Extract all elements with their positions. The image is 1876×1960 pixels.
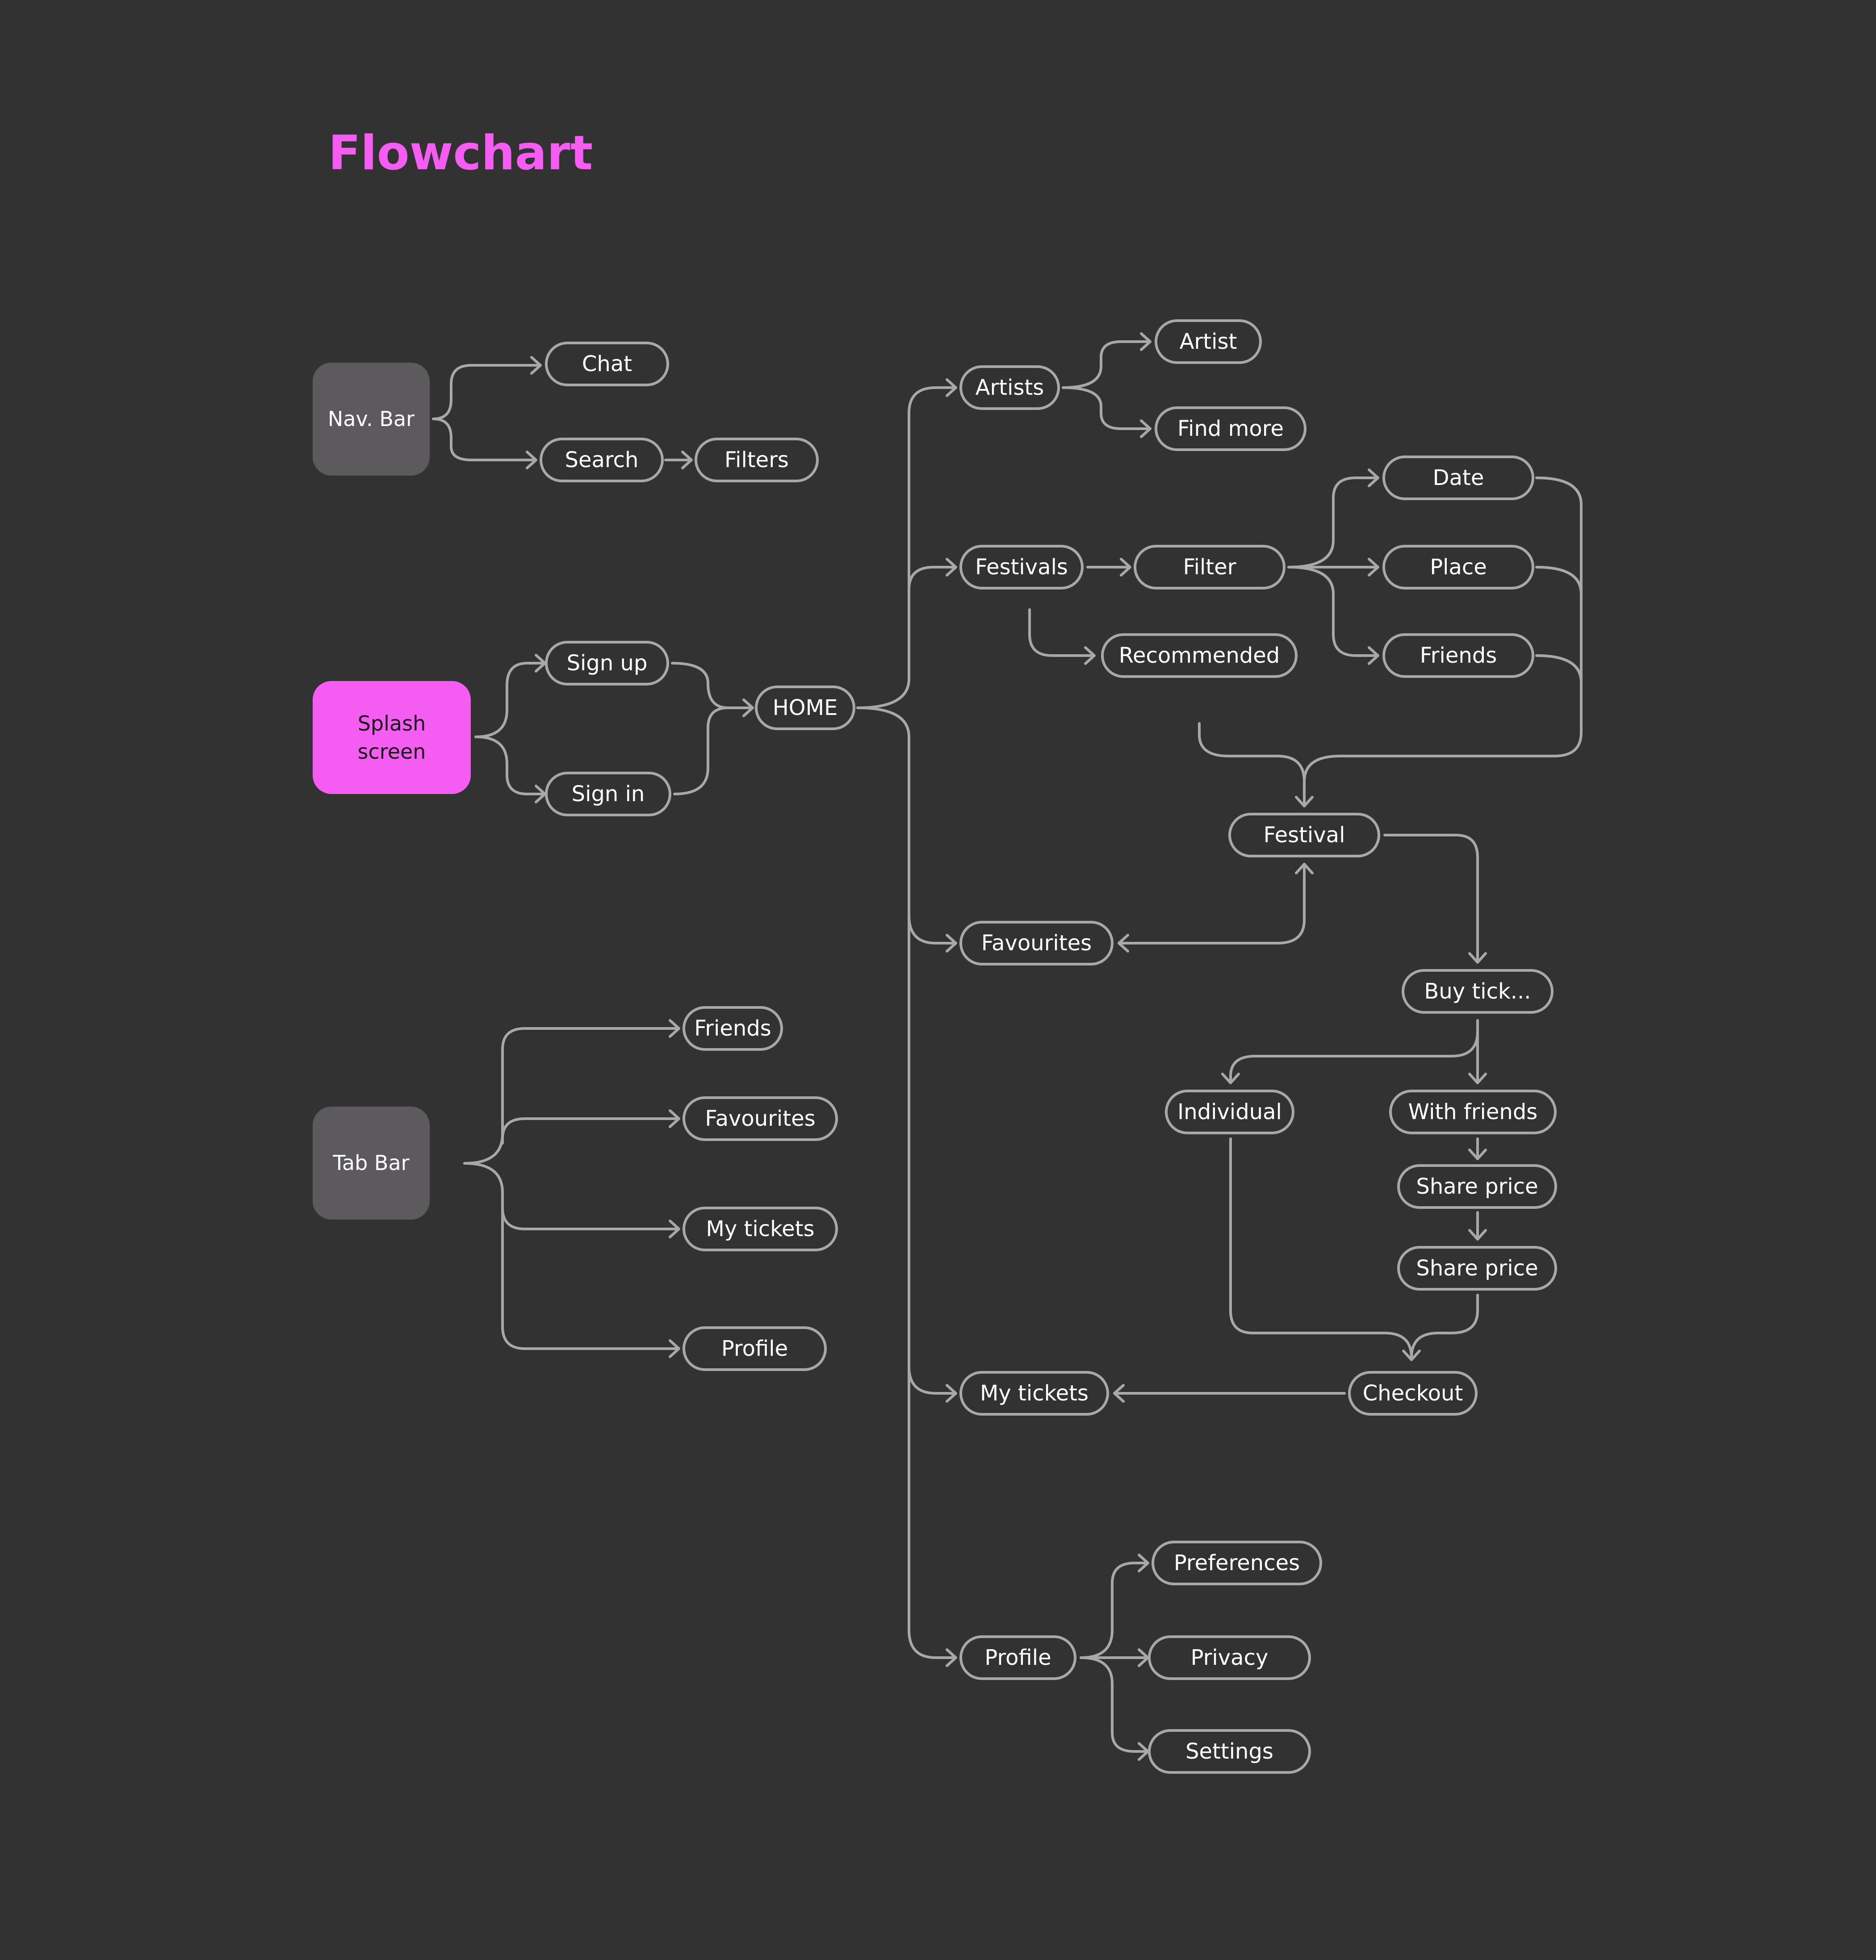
edge-nav-search bbox=[432, 418, 535, 461]
share-price-node-2[interactable]: Share price bbox=[1397, 1246, 1557, 1291]
edge-profile-settings bbox=[1080, 1656, 1147, 1753]
edge-artists-findmore bbox=[1062, 386, 1149, 430]
edge-tab-favourites bbox=[501, 1117, 678, 1145]
profile-node[interactable]: Profile bbox=[959, 1635, 1076, 1680]
edge-recommended-bracket bbox=[1198, 722, 1306, 805]
recommended-node[interactable]: Recommended bbox=[1101, 633, 1298, 678]
edge-splash-signin bbox=[474, 736, 544, 795]
place-node[interactable]: Place bbox=[1382, 545, 1534, 589]
filter-node[interactable]: Filter bbox=[1134, 545, 1286, 589]
find-more-node[interactable]: Find more bbox=[1155, 406, 1306, 451]
favourites-node[interactable]: Favourites bbox=[959, 921, 1114, 965]
nav-bar-node[interactable]: Nav. Bar bbox=[313, 363, 430, 476]
edge-filter-date bbox=[1287, 476, 1377, 568]
edge-home-trunk-up bbox=[856, 386, 955, 709]
settings-node[interactable]: Settings bbox=[1148, 1729, 1311, 1774]
edge-friends-bracket bbox=[1535, 654, 1583, 684]
edge-filter-friends bbox=[1287, 566, 1377, 657]
edge-festival-buy bbox=[1383, 834, 1479, 961]
edge-home-trunk-down bbox=[856, 706, 955, 1659]
chat-node[interactable]: Chat bbox=[545, 342, 669, 386]
edge-home-festivals bbox=[908, 566, 955, 604]
edge-tab-mytickets bbox=[463, 1162, 678, 1230]
edge-signin-home bbox=[673, 706, 729, 795]
edge-individual-checkout bbox=[1229, 1137, 1413, 1359]
preferences-node[interactable]: Preferences bbox=[1152, 1541, 1322, 1585]
edge-tab-profile bbox=[501, 1204, 678, 1350]
edge-profile-preferences bbox=[1080, 1562, 1147, 1659]
edge-share2-checkout bbox=[1410, 1294, 1479, 1359]
festivals-node[interactable]: Festivals bbox=[959, 545, 1084, 589]
festival-node[interactable]: Festival bbox=[1228, 813, 1380, 857]
share-price-node-1[interactable]: Share price bbox=[1397, 1164, 1557, 1209]
with-friends-node[interactable]: With friends bbox=[1389, 1090, 1557, 1134]
edge-buy-individual bbox=[1229, 1019, 1479, 1082]
page-title: Flowchart bbox=[328, 125, 593, 180]
my-tickets-node[interactable]: My tickets bbox=[959, 1371, 1109, 1416]
edge-splash-signup bbox=[474, 662, 544, 738]
splash-label-line1: Splash bbox=[357, 711, 426, 736]
buy-tickets-node[interactable]: Buy tick... bbox=[1402, 969, 1554, 1014]
edge-home-mytickets bbox=[908, 1365, 955, 1395]
tab-favourites-node[interactable]: Favourites bbox=[683, 1096, 838, 1141]
individual-node[interactable]: Individual bbox=[1165, 1090, 1294, 1134]
tab-friends-node[interactable]: Friends bbox=[683, 1006, 783, 1051]
filters-node[interactable]: Filters bbox=[695, 438, 819, 482]
edge-home-favourites bbox=[908, 914, 955, 944]
splash-screen-node[interactable]: Splash screen bbox=[313, 681, 471, 794]
edge-nav-chat bbox=[432, 364, 540, 420]
splash-label-line2: screen bbox=[357, 739, 426, 764]
edge-date-bracket bbox=[1339, 476, 1583, 757]
edge-place-bracket bbox=[1535, 566, 1583, 595]
edge-signup-home bbox=[671, 662, 752, 709]
edge-bracket-festival bbox=[1303, 755, 1341, 783]
artists-node[interactable]: Artists bbox=[959, 365, 1060, 410]
friends-filter-node[interactable]: Friends bbox=[1382, 633, 1534, 678]
checkout-node[interactable]: Checkout bbox=[1348, 1371, 1478, 1416]
edge-festivals-recommended bbox=[1028, 608, 1093, 657]
date-node[interactable]: Date bbox=[1382, 456, 1534, 500]
privacy-node[interactable]: Privacy bbox=[1148, 1635, 1311, 1680]
edge-tab-friends bbox=[463, 1027, 678, 1165]
home-node[interactable]: HOME bbox=[755, 685, 855, 730]
tab-profile-node[interactable]: Profile bbox=[683, 1326, 827, 1371]
tab-bar-node[interactable]: Tab Bar bbox=[313, 1107, 430, 1220]
edge-festival-favourites bbox=[1120, 863, 1306, 944]
edge-artists-artist bbox=[1062, 340, 1149, 389]
search-node[interactable]: Search bbox=[540, 438, 664, 482]
sign-up-node[interactable]: Sign up bbox=[545, 641, 669, 685]
artist-node[interactable]: Artist bbox=[1155, 319, 1262, 364]
tab-my-tickets-node[interactable]: My tickets bbox=[683, 1207, 838, 1251]
sign-in-node[interactable]: Sign in bbox=[545, 772, 671, 816]
